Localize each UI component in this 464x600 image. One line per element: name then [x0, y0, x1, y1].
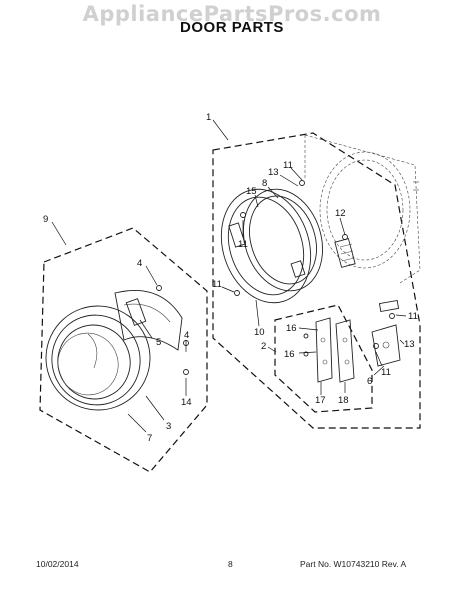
label-5: 5	[156, 337, 161, 348]
label-1: 1	[206, 112, 211, 123]
leader-lines	[51, 119, 407, 433]
hinge-plates	[315, 317, 355, 383]
label-7: 7	[147, 433, 152, 444]
label-11-left: 11	[212, 279, 222, 290]
label-15: 15	[246, 186, 257, 197]
label-17: 17	[315, 395, 326, 406]
label-8: 8	[262, 178, 267, 189]
footer-page: 8	[228, 559, 233, 569]
label-12: 12	[335, 208, 346, 219]
washer-cabinet	[304, 134, 421, 284]
door-handle	[114, 290, 183, 351]
group-9-boundary	[39, 227, 208, 473]
label-11-mid: 11	[238, 239, 248, 250]
label-6: 6	[367, 376, 372, 387]
footer-part-number: Part No. W10743210 Rev. A	[300, 559, 407, 569]
footer-date: 10/02/2014	[36, 559, 79, 569]
diagram-title: DOOR PARTS	[180, 19, 284, 36]
label-3: 3	[166, 421, 171, 432]
label-11-top: 11	[283, 160, 293, 171]
inner-door-frame	[220, 188, 324, 304]
latch-bracket	[371, 299, 401, 367]
watermark: AppliancePartsPros.com	[82, 2, 382, 26]
group-2-boundary	[274, 304, 373, 413]
hinge-part	[334, 238, 356, 268]
label-4-top: 4	[137, 258, 142, 269]
screws	[156, 180, 395, 375]
label-9: 9	[43, 214, 48, 225]
label-14: 14	[181, 397, 192, 408]
label-10: 10	[254, 327, 265, 338]
label-2: 2	[261, 341, 266, 352]
label-16-top: 16	[286, 323, 297, 334]
label-16-bottom: 16	[284, 349, 295, 360]
label-4-bottom: 4	[184, 330, 189, 341]
group-1-boundary	[212, 132, 421, 429]
label-13-top: 13	[268, 167, 279, 178]
label-18: 18	[338, 395, 349, 406]
outer-door	[45, 305, 151, 411]
label-11-lower: 11	[381, 367, 391, 378]
label-11-right: 11	[408, 311, 418, 322]
label-13-right: 13	[404, 339, 415, 350]
